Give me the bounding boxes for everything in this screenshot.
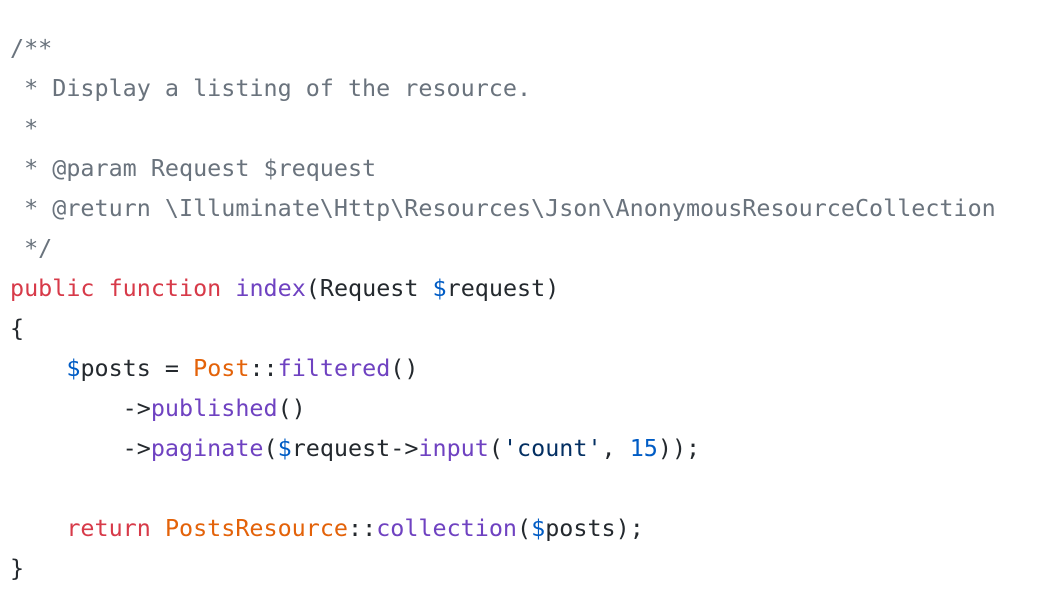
code-token-func: index	[235, 274, 306, 302]
code-token-plain: ::	[348, 514, 377, 542]
code-token-func: published	[150, 394, 278, 422]
code-token-func: filtered	[277, 354, 391, 382]
code-token-comment: * Display a listing of the resource.	[10, 74, 532, 102]
code-line: * @return \Illuminate\Http\Resources\Jso…	[10, 188, 996, 228]
code-token-comment: */	[10, 234, 53, 262]
code-token-keyword: function	[108, 274, 222, 302]
code-token-plain: (	[488, 434, 503, 462]
code-token-func: input	[418, 434, 489, 462]
code-token-plain: ()	[390, 354, 419, 382]
code-token-plain: ->	[10, 394, 151, 422]
code-token-plain: }	[10, 554, 25, 582]
code-token-var: $	[531, 514, 546, 542]
code-line: public function index(Request $request)	[10, 268, 996, 308]
code-line	[10, 468, 996, 508]
code-token-plain	[10, 354, 66, 382]
code-token-plain: ::	[249, 354, 278, 382]
code-token-func: collection	[376, 514, 518, 542]
code-token-comment: * @return \Illuminate\Http\Resources\Jso…	[10, 194, 996, 222]
code-line: */	[10, 228, 996, 268]
code-token-plain: {	[10, 314, 25, 342]
code-token-plain: (	[263, 434, 278, 462]
code-token-var: $	[66, 354, 81, 382]
code-token-plain	[95, 274, 109, 302]
code-token-plain: request)	[446, 274, 560, 302]
code-line: *	[10, 108, 996, 148]
code-token-plain: (Request	[305, 274, 433, 302]
code-token-plain: posts =	[80, 354, 194, 382]
code-token-plain: (	[517, 514, 532, 542]
code-token-plain: ));	[657, 434, 701, 462]
code-line: }	[10, 548, 996, 588]
code-token-plain: ->	[10, 434, 151, 462]
code-line: ->published()	[10, 388, 996, 428]
code-token-func: paginate	[150, 434, 264, 462]
code-line: * @param Request $request	[10, 148, 996, 188]
code-token-plain: ,	[601, 434, 630, 462]
code-line: return PostsResource::collection($posts)…	[10, 508, 996, 548]
code-token-plain: posts);	[545, 514, 644, 542]
code-token-comment: * @param Request $request	[10, 154, 377, 182]
code-token-number: 15	[629, 434, 658, 462]
code-line: /**	[10, 28, 996, 68]
code-block: /** * Display a listing of the resource.…	[10, 28, 996, 588]
code-token-string: 'count'	[502, 434, 602, 462]
code-token-comment: *	[10, 114, 39, 142]
code-token-plain	[10, 514, 66, 542]
code-line: {	[10, 308, 996, 348]
code-token-plain: ()	[277, 394, 306, 422]
code-token-plain	[221, 274, 235, 302]
code-token-keyword: return	[66, 514, 151, 542]
code-token-plain	[151, 514, 165, 542]
code-line: ->paginate($request->input('count', 15))…	[10, 428, 996, 468]
code-token-var: $	[277, 434, 292, 462]
code-token-var: $	[432, 274, 447, 302]
code-line: * Display a listing of the resource.	[10, 68, 996, 108]
code-token-plain: request->	[291, 434, 419, 462]
code-line: $posts = Post::filtered()	[10, 348, 996, 388]
code-token-class: PostsResource	[164, 514, 349, 542]
code-token-class: Post	[193, 354, 250, 382]
code-token-keyword: public	[10, 274, 95, 302]
code-token-comment: /**	[10, 34, 53, 62]
